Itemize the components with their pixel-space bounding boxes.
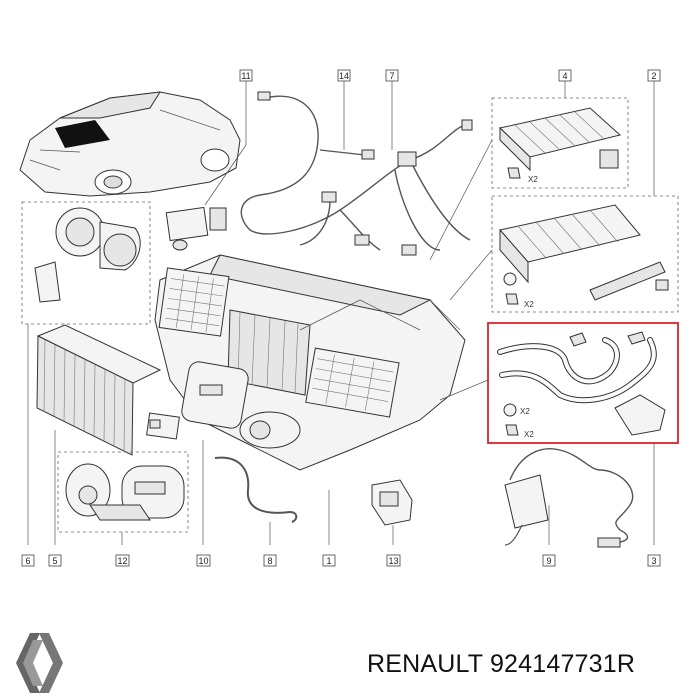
qty-label-x2: X2	[524, 430, 534, 439]
callout-9: 9	[542, 554, 556, 567]
callout-13: 13	[386, 554, 401, 567]
svg-text:1: 1	[326, 556, 331, 566]
drain-hose	[214, 456, 298, 523]
callout-5: 5	[48, 554, 62, 567]
sensor-harness	[504, 448, 634, 548]
wiring-harness	[240, 91, 473, 256]
svg-text:14: 14	[339, 71, 349, 81]
qty-label-x2: X2	[520, 407, 530, 416]
svg-text:6: 6	[25, 556, 30, 566]
callout-8: 8	[263, 554, 277, 567]
svg-text:5: 5	[52, 556, 57, 566]
control-module	[371, 479, 413, 526]
callout-10: 10	[196, 554, 211, 567]
callout-4: 4	[558, 69, 572, 82]
brand-name: RENAULT	[367, 650, 483, 678]
hvac-housing-unit	[154, 254, 466, 471]
svg-text:8: 8	[267, 556, 272, 566]
actuator-module	[165, 206, 227, 251]
svg-text:13: 13	[388, 556, 398, 566]
svg-text:11: 11	[241, 71, 250, 81]
leader-lines	[27, 80, 655, 545]
svg-text:7: 7	[389, 71, 394, 81]
highlight-frame	[487, 322, 679, 444]
part-caption: RENAULT 924147731R	[367, 650, 635, 679]
callout-11: 11	[239, 69, 253, 82]
svg-text:9: 9	[546, 556, 551, 566]
svg-text:2: 2	[651, 71, 656, 81]
heater-core-group-4: X2	[491, 97, 629, 189]
svg-text:3: 3	[651, 556, 656, 566]
svg-text:12: 12	[117, 556, 127, 566]
callout-3: 3	[647, 554, 661, 567]
svg-text:10: 10	[198, 556, 208, 566]
callout-6: 6	[21, 554, 35, 567]
callout-2: 2	[647, 69, 661, 82]
callout-7: 7	[385, 69, 399, 82]
callout-12: 12	[115, 554, 130, 567]
heater-hose-group-highlighted: X2 X2	[487, 322, 679, 444]
part-number: 924147731R	[489, 650, 636, 678]
cabin-filter	[36, 324, 162, 456]
flap-assembly-group	[57, 451, 189, 533]
callout-14: 14	[337, 69, 351, 82]
qty-label-x2: X2	[524, 300, 534, 309]
svg-text:4: 4	[562, 71, 567, 81]
blower-motor-group	[21, 201, 151, 325]
heater-core-group-2: X2	[491, 195, 679, 313]
qty-label-x2: X2	[528, 175, 538, 184]
renault-diamond-icon	[16, 633, 63, 693]
vehicle-illustration	[19, 91, 241, 197]
blower-resistor	[146, 412, 180, 440]
callout-1: 1	[322, 554, 336, 567]
